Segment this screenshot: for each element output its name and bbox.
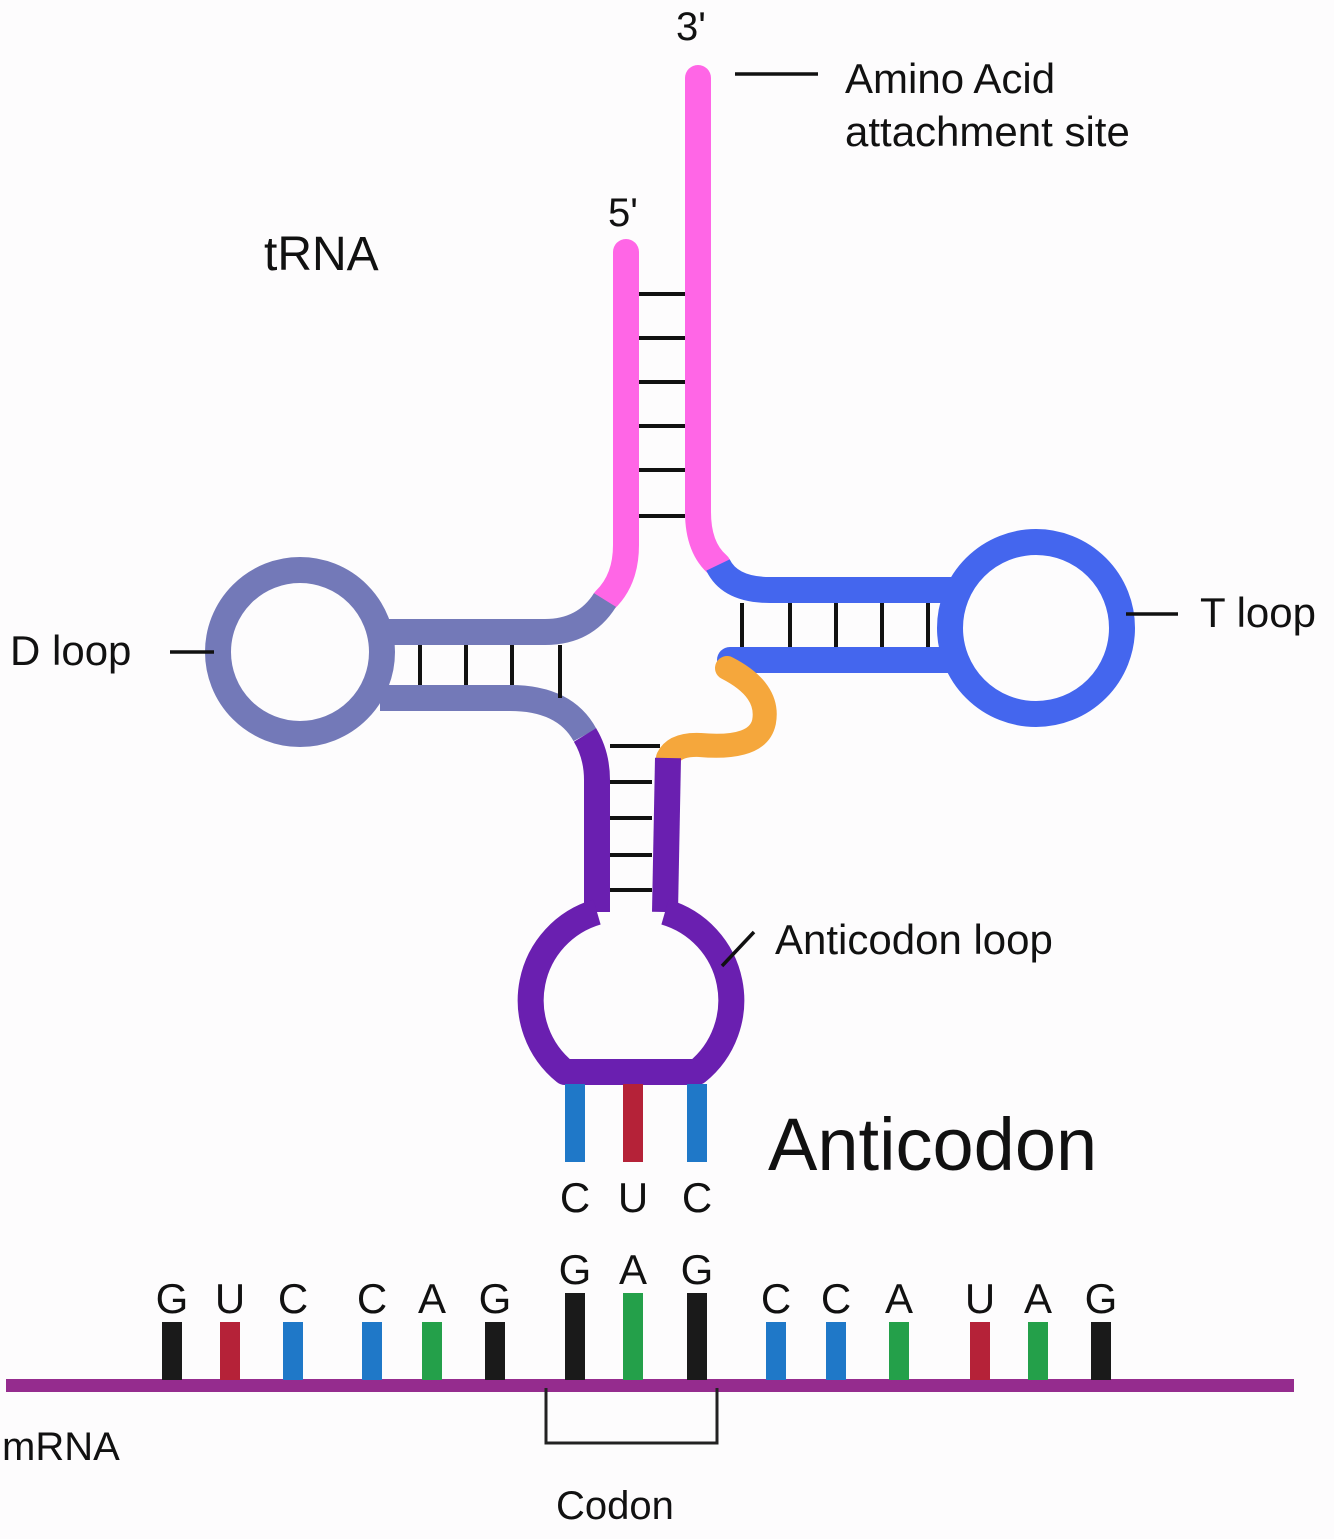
trna-label: tRNA bbox=[264, 228, 379, 281]
anticodon-arm-right-strand bbox=[652, 757, 681, 913]
mrna-base-bar bbox=[485, 1322, 505, 1380]
mrna-base-bar bbox=[1091, 1322, 1111, 1380]
mrna-base-letter: G bbox=[1085, 1275, 1118, 1322]
mrna-label: mRNA bbox=[2, 1425, 120, 1469]
d-arm-lower-strand bbox=[380, 685, 597, 742]
mrna-base-letter: G bbox=[559, 1246, 592, 1293]
d-arm bbox=[205, 557, 617, 747]
d-loop-label: D loop bbox=[10, 627, 131, 674]
anticodon-arm-left-strand bbox=[573, 728, 610, 912]
mrna-base-letter: C bbox=[278, 1275, 308, 1322]
mrna-base-bar bbox=[565, 1293, 585, 1380]
mrna-base-bar bbox=[283, 1322, 303, 1380]
acceptor-stem bbox=[592, 65, 731, 613]
mrna-base-bar bbox=[766, 1322, 786, 1380]
anticodon-base-bar bbox=[687, 1084, 707, 1162]
mrna-base-letter: U bbox=[215, 1275, 245, 1322]
three-prime-label: 3' bbox=[676, 5, 706, 49]
acceptor-stem-5prime-strand bbox=[592, 239, 639, 613]
t-loop-circle bbox=[937, 529, 1135, 727]
t-arm-upper-strand bbox=[706, 558, 952, 603]
anticodon-arm bbox=[517, 728, 745, 1085]
mrna-base-letter: U bbox=[965, 1275, 995, 1322]
mrna-strand bbox=[6, 1379, 1294, 1392]
variable-loop bbox=[656, 656, 777, 770]
five-prime-label: 5' bbox=[608, 191, 638, 235]
t-arm bbox=[706, 529, 1135, 727]
anticodon-label: Anticodon bbox=[768, 1103, 1097, 1186]
t-loop-label: T loop bbox=[1200, 589, 1316, 636]
anticodon-loop-label: Anticodon loop bbox=[775, 916, 1053, 963]
anticodon-base-bar bbox=[565, 1084, 585, 1162]
mrna-base-letter: C bbox=[761, 1275, 791, 1322]
anticodon-loop-shape bbox=[517, 899, 745, 1085]
anticodon-arm-base-pairs bbox=[610, 744, 660, 892]
mrna-base-bar bbox=[623, 1293, 643, 1380]
mrna-base-bar bbox=[422, 1322, 442, 1380]
amino-acid-label-line1: Amino Acid bbox=[845, 55, 1055, 102]
mrna-base-letter: C bbox=[357, 1275, 387, 1322]
mrna-base-letter: G bbox=[479, 1275, 512, 1322]
anticodon-bases: C U C bbox=[560, 1084, 712, 1221]
mrna-base-letter: G bbox=[681, 1246, 714, 1293]
mrna-base-bar bbox=[162, 1322, 182, 1380]
anticodon-base-bar bbox=[623, 1084, 643, 1162]
mrna-base-bar bbox=[1028, 1322, 1048, 1380]
anticodon-base-letter: C bbox=[560, 1174, 590, 1221]
mrna-base-letter: A bbox=[885, 1275, 913, 1322]
mrna-base-letter: A bbox=[1024, 1275, 1052, 1322]
acceptor-stem-3prime-strand bbox=[685, 65, 731, 578]
mrna-base-bar bbox=[970, 1322, 990, 1380]
t-arm-base-pairs bbox=[740, 603, 930, 647]
mrna-base-bar bbox=[220, 1322, 240, 1380]
d-loop-circle bbox=[205, 557, 395, 747]
mrna-base-bar bbox=[362, 1322, 382, 1380]
anticodon-loop-pointer bbox=[720, 930, 756, 968]
codon-label: Codon bbox=[556, 1484, 674, 1528]
d-arm-base-pairs bbox=[418, 645, 562, 698]
mrna-base-letter: A bbox=[619, 1246, 647, 1293]
acceptor-stem-base-pairs bbox=[639, 292, 685, 518]
mrna-base-bar bbox=[687, 1293, 707, 1380]
mrna-base-bar bbox=[826, 1322, 846, 1380]
anticodon-base-letter: C bbox=[682, 1174, 712, 1221]
codon-bracket bbox=[544, 1388, 719, 1445]
anticodon-base-letter: U bbox=[618, 1174, 648, 1221]
mrna-base-letter: C bbox=[821, 1275, 851, 1322]
d-arm-upper-strand bbox=[380, 592, 617, 645]
mrna-base-bar bbox=[889, 1322, 909, 1380]
mrna-base-letter: A bbox=[418, 1275, 446, 1322]
mrna-base-letter: G bbox=[156, 1275, 189, 1322]
amino-acid-label-line2: attachment site bbox=[845, 108, 1130, 155]
